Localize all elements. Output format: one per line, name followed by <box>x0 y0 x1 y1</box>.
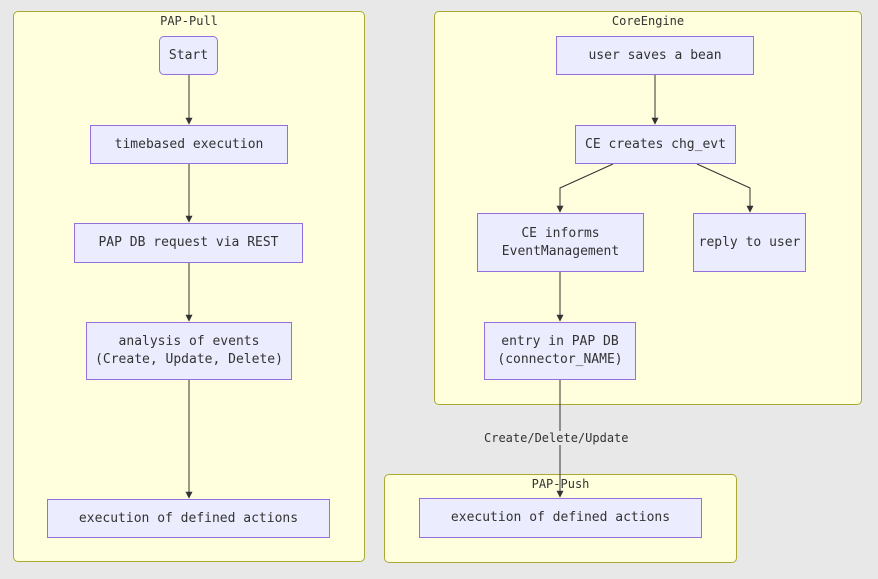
edge-ce-creates-to-reply <box>696 163 754 213</box>
node-ce-creates-chg-evt[interactable]: CE creates chg_evt <box>575 125 736 164</box>
node-analysis-of-events[interactable]: analysis of events (Create, Update, Dele… <box>86 322 292 380</box>
node-ce-informs-event-management[interactable]: CE informs EventManagement <box>477 213 644 272</box>
edge-ce-creates-to-ce-informs <box>556 163 614 213</box>
node-entry-in-pap-db[interactable]: entry in PAP DB (connector_NAME) <box>484 322 636 380</box>
node-start[interactable]: Start <box>159 36 218 75</box>
node-pull-execution-actions[interactable]: execution of defined actions <box>47 499 330 538</box>
cluster-title-core-engine: CoreEngine <box>611 14 685 28</box>
node-user-saves-bean[interactable]: user saves a bean <box>556 36 754 75</box>
cluster-title-pap-pull: PAP-Pull <box>160 14 218 28</box>
node-pap-db-request[interactable]: PAP DB request via REST <box>74 223 303 263</box>
node-reply-to-user[interactable]: reply to user <box>693 213 806 272</box>
node-timebased-execution[interactable]: timebased execution <box>90 125 288 164</box>
edge-label-create-delete-update: Create/Delete/Update <box>482 431 631 445</box>
node-push-execution-actions[interactable]: execution of defined actions <box>419 498 702 538</box>
